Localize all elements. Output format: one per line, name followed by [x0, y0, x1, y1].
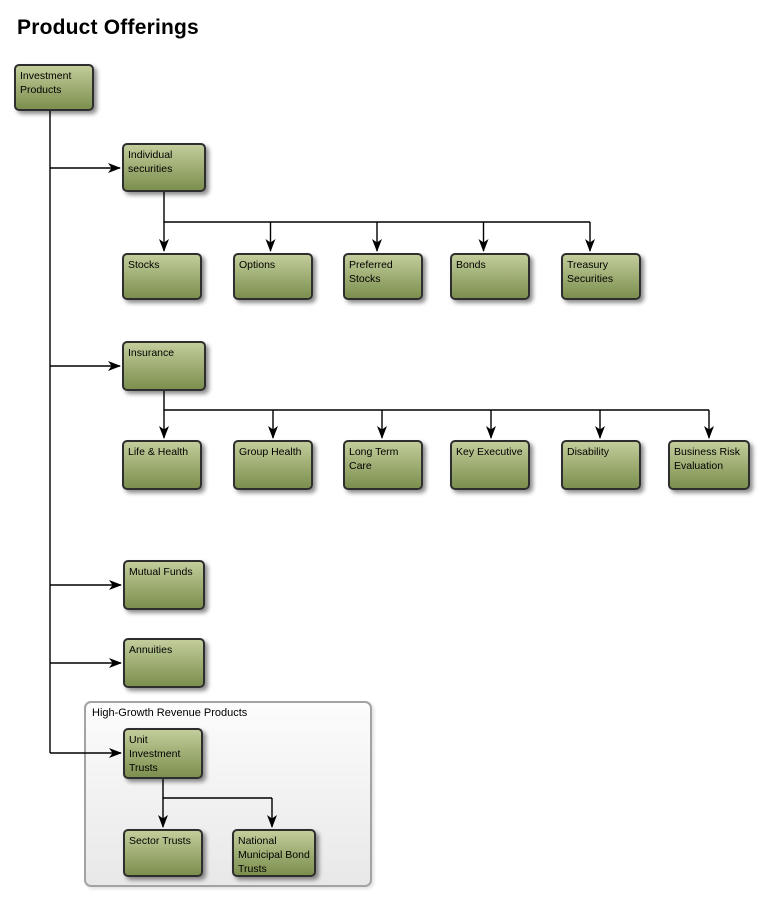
page-title: Product Offerings [17, 16, 199, 39]
node-life-and-health[interactable]: Life & Health [122, 440, 202, 490]
node-national-municipal-bond-trusts[interactable]: National Municipal Bond Trusts [232, 829, 316, 877]
node-insurance[interactable]: Insurance [122, 341, 206, 391]
node-bonds[interactable]: Bonds [450, 253, 530, 300]
node-investment-products[interactable]: Investment Products [14, 64, 94, 111]
node-stocks[interactable]: Stocks [122, 253, 202, 300]
node-unit-investment-trusts[interactable]: Unit Investment Trusts [123, 728, 203, 779]
node-long-term-care[interactable]: Long Term Care [343, 440, 423, 490]
node-sector-trusts[interactable]: Sector Trusts [123, 829, 203, 877]
node-preferred-stocks[interactable]: Preferred Stocks [343, 253, 423, 300]
node-annuities[interactable]: Annuities [123, 638, 205, 688]
connectors-insurance-children [159, 391, 714, 439]
group-label: High-Growth Revenue Products [92, 707, 248, 719]
node-options[interactable]: Options [233, 253, 313, 300]
node-key-executive[interactable]: Key Executive [450, 440, 530, 490]
node-treasury-securities[interactable]: Treasury Securities [561, 253, 641, 300]
connectors-root-to-branches [50, 163, 122, 758]
node-disability[interactable]: Disability [561, 440, 641, 490]
node-group-health[interactable]: Group Health [233, 440, 313, 490]
connectors-unit-investment-trusts-children [158, 779, 277, 828]
node-mutual-funds[interactable]: Mutual Funds [123, 560, 205, 610]
node-individual-securities[interactable]: Individual securities [122, 143, 206, 192]
node-business-risk-evaluation[interactable]: Business Risk Evaluation [668, 440, 750, 490]
connectors-individual-securities-children [159, 192, 595, 252]
